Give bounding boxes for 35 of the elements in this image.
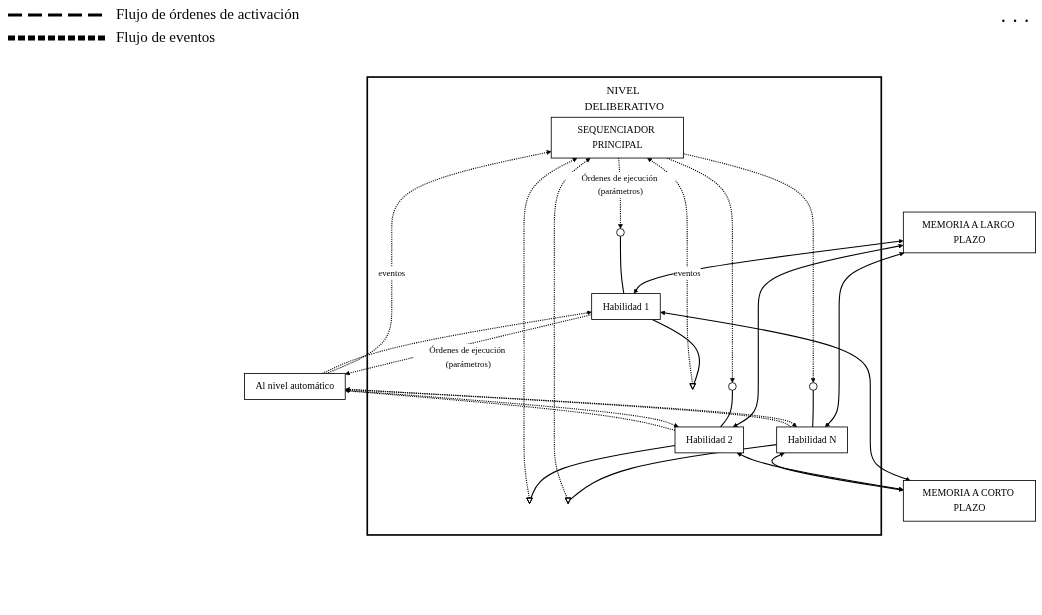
- connector: [812, 389, 814, 428]
- arrow: [633, 238, 904, 294]
- node-circle: [616, 228, 625, 237]
- node-box: Al nivel automático: [244, 373, 346, 400]
- node-box: Habilidad 1: [591, 293, 661, 320]
- node-box: Habilidad N: [776, 426, 848, 454]
- ellipsis-label: · · ·: [1000, 10, 1030, 33]
- legend-text: Flujo de órdenes de activación: [116, 6, 300, 23]
- arrow: [553, 157, 591, 499]
- node-circle: [728, 382, 737, 391]
- connector: [619, 235, 625, 295]
- edge-label: Órdenes de ejecución (parámetros): [581, 173, 658, 197]
- node-box: MEMORIA A CORTO PLAZO: [902, 480, 1036, 522]
- edge-label: eventos: [378, 268, 406, 278]
- connector: [651, 318, 701, 385]
- arrow: [345, 314, 593, 376]
- node-box: MEMORIA A LARGO PLAZO: [902, 211, 1036, 254]
- edge-label: eventos: [673, 268, 701, 278]
- node-circle: [808, 382, 818, 391]
- arrow: [824, 251, 905, 428]
- legend-text: Flujo de eventos: [116, 29, 216, 46]
- connector: [719, 389, 733, 428]
- edge-label: Órdenes de ejecución (parámetros): [429, 345, 506, 369]
- arrow: [325, 150, 552, 375]
- arrow: [771, 452, 904, 492]
- arrow: [732, 243, 904, 428]
- node-box: SEQUENCIADOR PRINCIPAL: [550, 116, 684, 159]
- arrow: [321, 310, 592, 375]
- connector: [530, 444, 676, 499]
- arrow: [736, 452, 904, 492]
- arrow: [523, 157, 578, 499]
- arrow: [682, 153, 816, 383]
- node-box: Habilidad 2: [674, 426, 745, 454]
- arrow: [647, 157, 694, 385]
- arrow: [660, 310, 911, 482]
